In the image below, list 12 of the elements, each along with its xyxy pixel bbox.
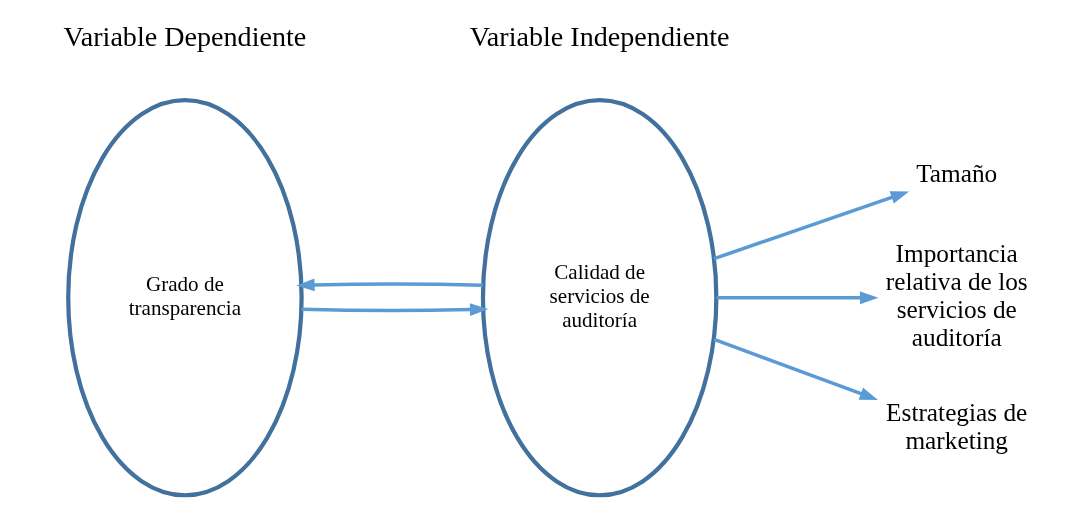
arrow xyxy=(716,291,878,305)
label: Variable Dependiente xyxy=(63,21,306,53)
arrow xyxy=(713,191,909,261)
node-text: Importancia relativa de los servicios de auditoría xyxy=(885,238,1028,352)
node-ellipse: Grado de transparencia xyxy=(65,98,304,498)
arrow xyxy=(301,303,488,316)
arrow xyxy=(295,278,483,292)
node-ellipse: Calidad de servicios de auditoría xyxy=(480,98,718,498)
label: Variable Independiente xyxy=(469,21,730,53)
arrow xyxy=(713,337,878,400)
node-text: Estrategias de marketing xyxy=(885,397,1027,454)
node-text: Tamaño xyxy=(915,158,997,187)
